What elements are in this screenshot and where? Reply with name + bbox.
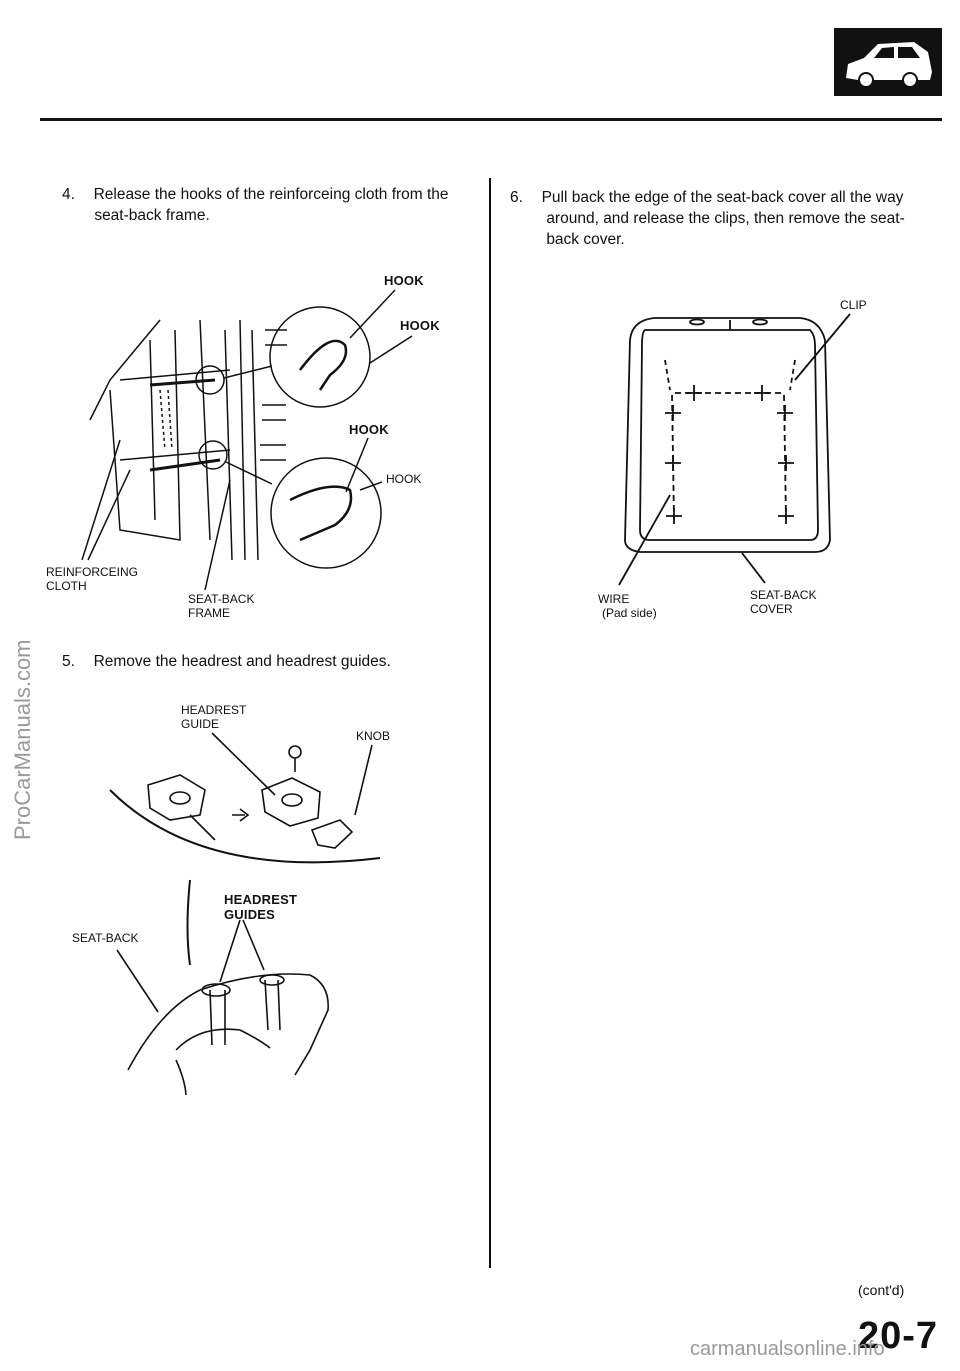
bottom-watermark: carmanualsonline.info <box>690 1338 885 1360</box>
headrest-guide-line2: GUIDE <box>181 717 220 731</box>
headrest-guides-label: HEADREST GUIDES <box>224 892 297 922</box>
reinforcing-cloth-label: REINFORCEING CLOTH <box>46 565 138 593</box>
step-6-line2: around, and release the clips, then remo… <box>546 210 905 227</box>
headrest-guide-line1: HEADREST <box>181 703 247 717</box>
step-4-number: 4. <box>62 186 75 203</box>
contd-label: (cont'd) <box>858 1282 905 1298</box>
page-number: 20-7 <box>858 1315 939 1357</box>
reinforcing-cloth-line2: CLOTH <box>46 579 87 593</box>
hook-label-1: HOOK <box>384 273 424 288</box>
step-4-line1: Release the hooks of the reinforceing cl… <box>93 186 449 203</box>
column-divider <box>489 178 491 1268</box>
hook-label-3: HOOK <box>349 422 389 437</box>
seatback-frame-line1: SEAT-BACK <box>188 592 255 606</box>
seatback-label: SEAT-BACK <box>72 931 139 945</box>
step-5-text: Remove the headrest and headrest guides. <box>93 653 391 670</box>
step-5-number: 5. <box>62 653 75 670</box>
knob-label: KNOB <box>356 729 391 743</box>
step-6-line1: Pull back the edge of the seat-back cove… <box>541 189 904 206</box>
headrest-guide-label: HEADREST GUIDE <box>181 703 246 731</box>
step-6: 6. Pull back the edge of the seat-back c… <box>510 187 940 250</box>
seatback-frame-line2: FRAME <box>188 606 230 620</box>
step-6-number: 6. <box>510 189 523 206</box>
step-6-line3: back cover. <box>546 231 625 248</box>
pad-side-line: (Pad side) <box>602 606 657 620</box>
hook-label-4: HOOK <box>386 472 422 486</box>
clip-label: CLIP <box>840 298 867 312</box>
seatback-frame-label: SEAT-BACK FRAME <box>188 592 254 620</box>
seatback-cover-label: SEAT-BACK COVER <box>750 588 816 616</box>
car-silhouette-icon <box>846 42 932 86</box>
headrest-guides-line2: GUIDES <box>224 907 276 922</box>
section-icon-box <box>834 28 942 96</box>
headrest-guides-line1: HEADREST <box>224 892 298 907</box>
header-rule <box>40 118 942 121</box>
step-4: 4. Release the hooks of the reinforceing… <box>62 184 482 226</box>
reinforcing-cloth-line1: REINFORCEING <box>46 565 139 579</box>
seatback-cover-line1: SEAT-BACK <box>750 588 817 602</box>
step-4-line2: seat-back frame. <box>94 207 210 224</box>
wire-line: WIRE <box>598 592 630 606</box>
side-watermark: ProCarManuals.com <box>10 639 35 840</box>
hook-label-2: HOOK <box>400 318 440 333</box>
step-5: 5. Remove the headrest and headrest guid… <box>62 651 482 672</box>
wire-label: WIRE (Pad side) <box>598 592 657 620</box>
seatback-cover-line2: COVER <box>750 602 793 616</box>
